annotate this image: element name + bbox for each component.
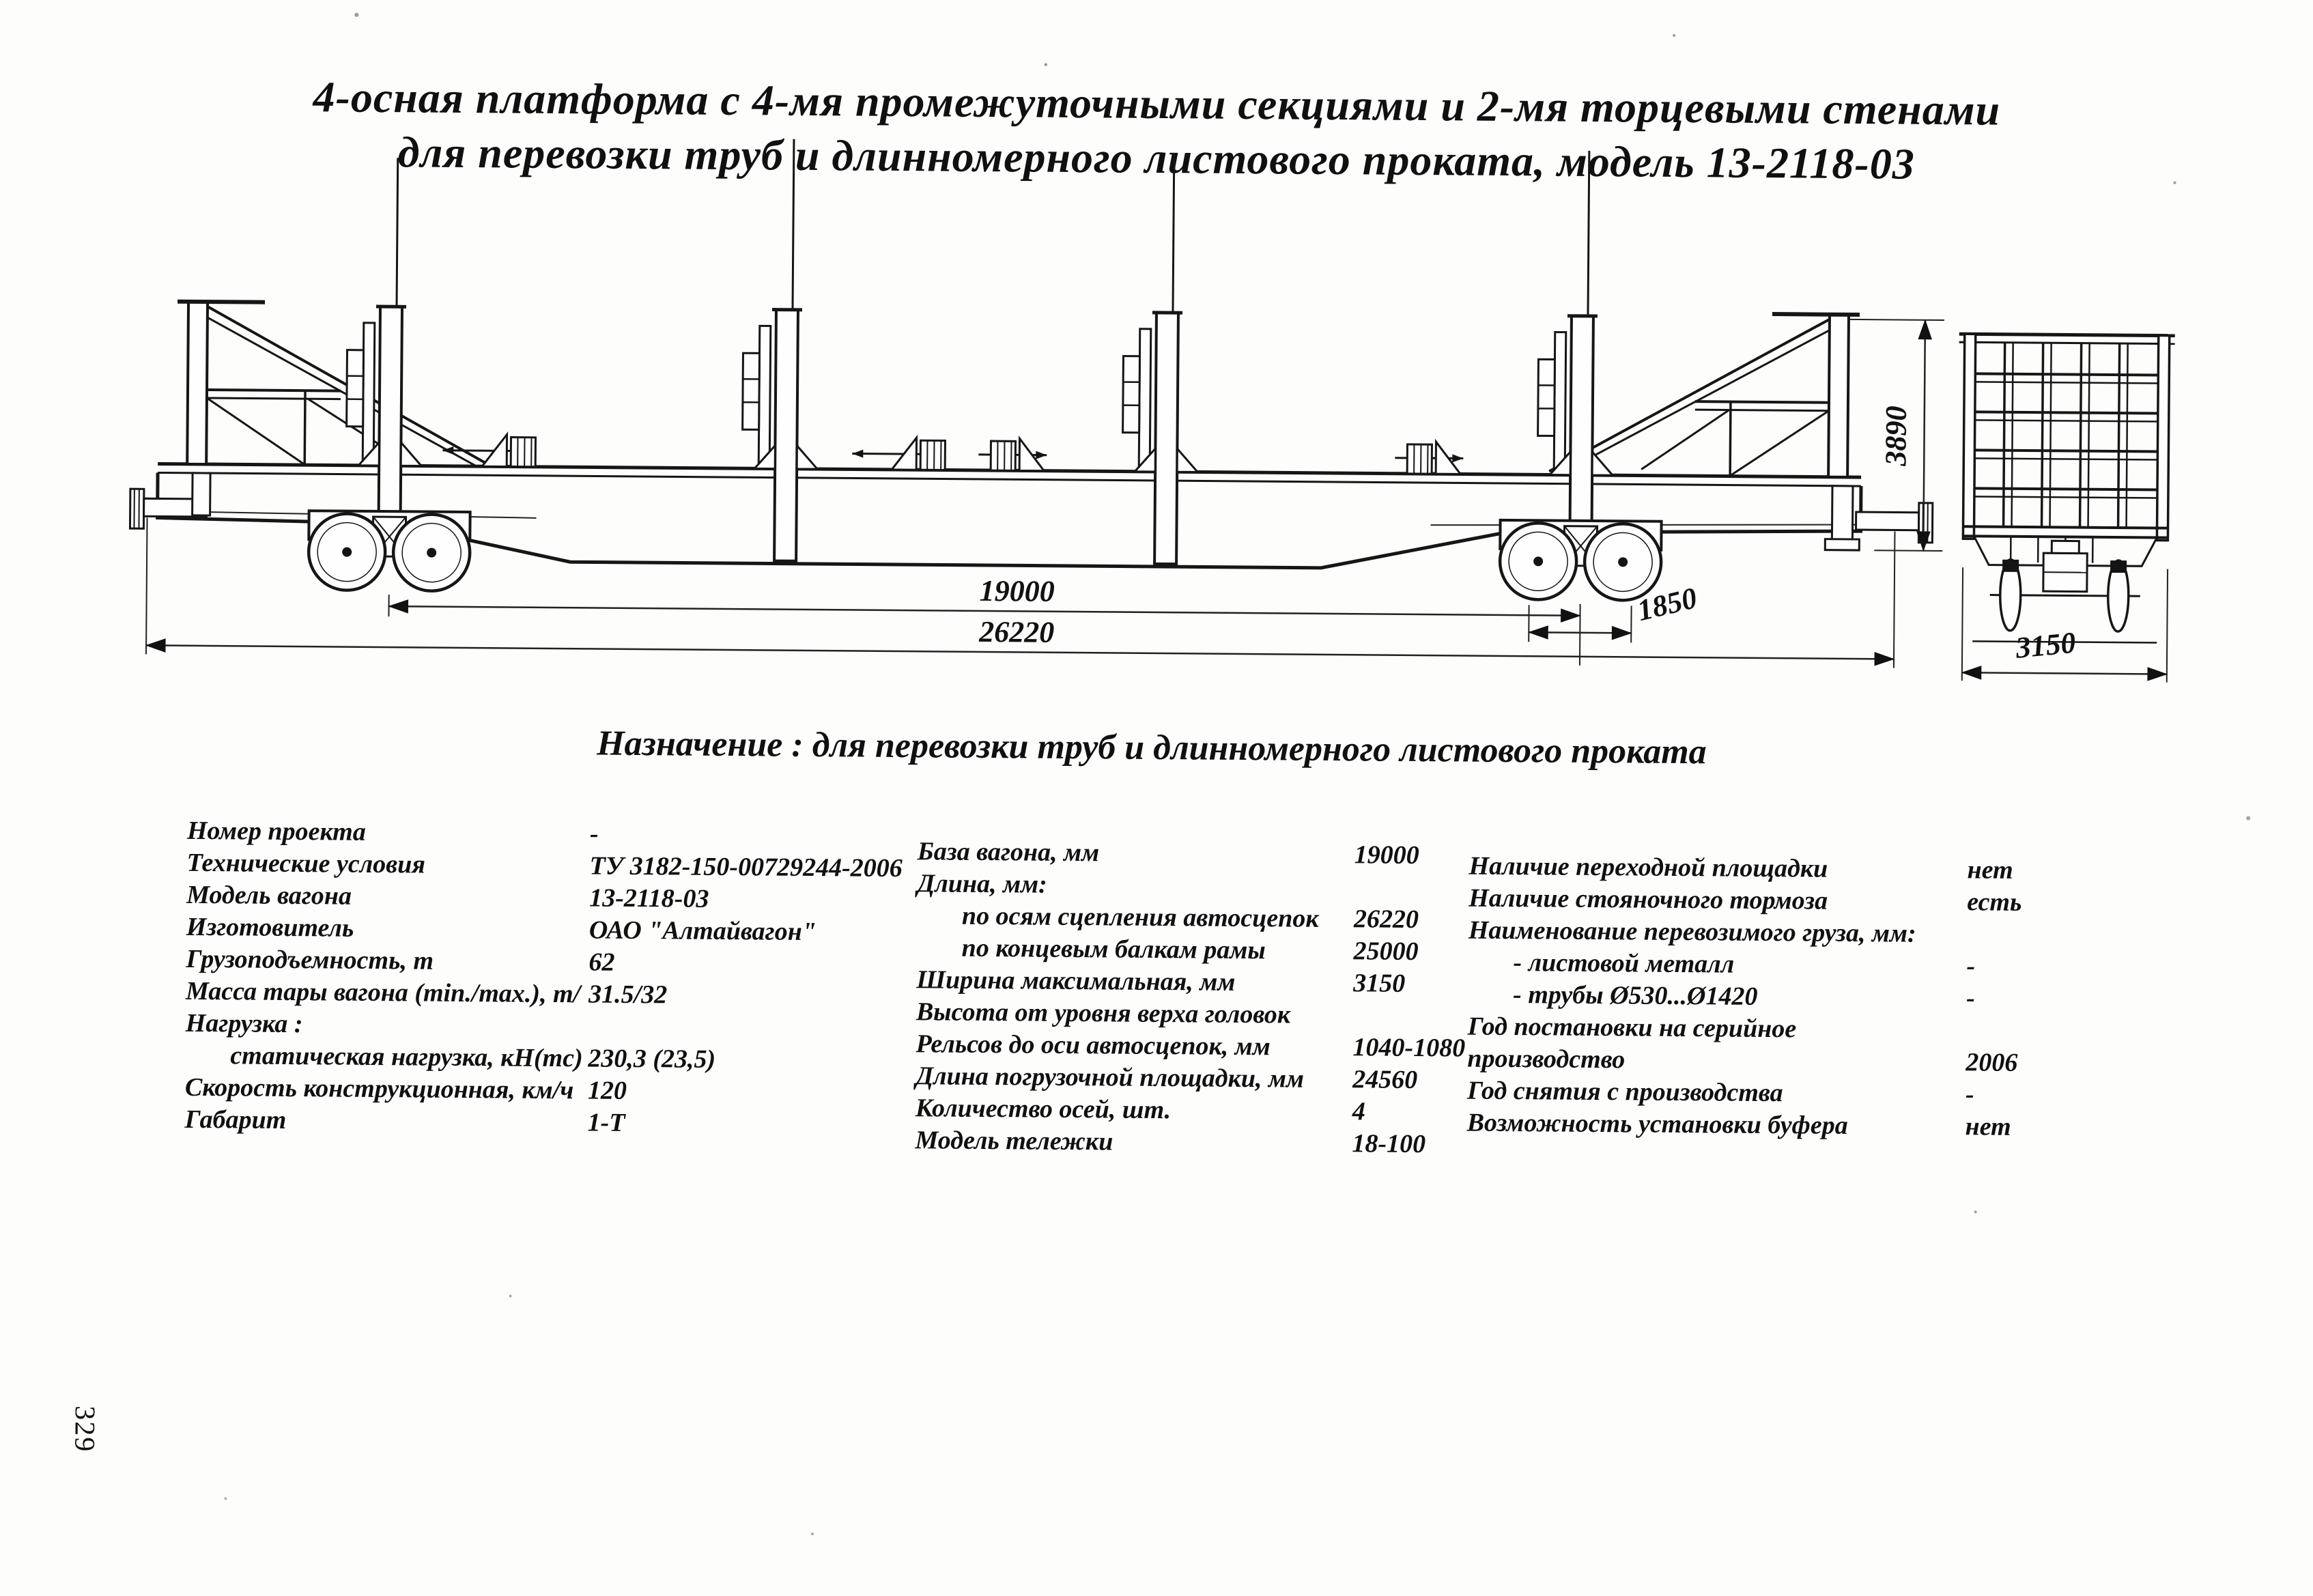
spec-label: Модель тележки xyxy=(915,1125,1113,1156)
spec-label: Масса тары вагона (min./max.), т/ xyxy=(186,976,580,1010)
spec-label: Нагрузка : xyxy=(186,1008,303,1039)
spec-value: 120 xyxy=(588,1075,627,1105)
spec-value: 25000 xyxy=(1353,936,1418,967)
spec-value: ОАО "Алтайвагон" xyxy=(589,915,817,947)
spec-row: Возможность установки буфера нет xyxy=(1466,1108,2238,1146)
spec-value: - xyxy=(1966,1079,1974,1109)
spec-row: Технические условия ТУ 3182-150-00729244… xyxy=(186,848,910,885)
spec-row: Номер проекта - xyxy=(187,816,911,853)
spec-label: Модель вагона xyxy=(186,880,352,911)
spec-label: Длина погрузочной площадки, мм xyxy=(916,1061,1304,1094)
spec-value: 19000 xyxy=(1354,840,1419,870)
spec-label: по концевым балкам рамы xyxy=(916,932,1265,965)
spec-label: Изготовитель xyxy=(186,912,354,943)
spec-value: - xyxy=(1966,951,1975,981)
spec-row: Грузоподъемность, т 62 xyxy=(186,944,909,982)
spec-label: Ширина максимальная, мм xyxy=(916,965,1235,997)
spec-value: 24560 xyxy=(1352,1064,1417,1095)
spec-row: Масса тары вагона (min./max.), т/ 31.5/3… xyxy=(186,976,909,1014)
spec-value: 1040-1080 xyxy=(1352,1032,1465,1063)
page-number: 329 xyxy=(68,1406,101,1453)
spec-label: статическая нагрузка, кН(тс) xyxy=(185,1040,583,1074)
spec-row: Модель вагона 13-2118-03 xyxy=(186,880,910,917)
spec-label: Скорость конструкционная, км/ч xyxy=(185,1072,574,1105)
spec-label: База вагона, мм xyxy=(918,836,1100,868)
spec-row: Изготовитель ОАО "Алтайвагон" xyxy=(186,912,910,950)
spec-column-3: Наличие переходной площадки нет Наличие … xyxy=(1466,851,2240,1146)
spec-row: Габарит 1-Т xyxy=(184,1105,908,1142)
spec-label: Номер проекта xyxy=(187,816,366,847)
spec-row: Нагрузка : xyxy=(186,1008,909,1046)
spec-value: 18-100 xyxy=(1352,1128,1425,1159)
spec-value: 26220 xyxy=(1354,904,1419,935)
spec-value: 1-Т xyxy=(587,1107,625,1137)
spec-value: 62 xyxy=(588,947,614,977)
spec-value: 2006 xyxy=(1966,1047,2017,1078)
spec-value: ТУ 3182-150-00729244-2006 xyxy=(589,851,902,883)
spec-value: 31.5/32 xyxy=(588,979,667,1010)
spec-value: 4 xyxy=(1352,1096,1365,1126)
spec-column-1: Номер проекта - Технические условия ТУ 3… xyxy=(184,816,911,1142)
spec-label: Рельсов до оси автосцепок, мм xyxy=(916,1029,1271,1061)
spec-label: Грузоподъемность, т xyxy=(186,944,434,976)
spec-value: нет xyxy=(1965,1111,2011,1142)
spec-label: Технические условия xyxy=(186,848,425,880)
spec-value: есть xyxy=(1967,887,2021,917)
spec-label: - трубы Ø530...Ø1420 xyxy=(1468,980,1758,1012)
spec-label: Длина, мм: xyxy=(917,868,1047,899)
spec-value: 3150 xyxy=(1353,968,1405,999)
spec-value: - xyxy=(590,818,599,849)
spec-label: Год постановки на серийное xyxy=(1468,1012,1797,1044)
spec-value: - xyxy=(1966,983,1975,1013)
spec-label: Наименование перевозимого груза, мм: xyxy=(1468,915,1916,949)
spec-label: Наличие стояночного тормоза xyxy=(1468,883,1828,916)
spec-label: Возможность установки буфера xyxy=(1466,1108,1847,1141)
spec-label: - листовой металл xyxy=(1468,947,1734,980)
spec-row: Скорость конструкционная, км/ч 120 xyxy=(185,1072,909,1110)
spec-value: 230,3 (23,5) xyxy=(588,1043,715,1074)
spec-label: Год снятия с производства xyxy=(1467,1076,1783,1109)
spec-label: по осям сцепления автосцепок xyxy=(917,900,1319,934)
spec-label: Высота от уровня верха головок xyxy=(916,997,1291,1029)
spec-label: Габарит xyxy=(184,1105,286,1135)
spec-value: нет xyxy=(1967,855,2013,885)
spec-row: статическая нагрузка, кН(тс) 230,3 (23,5… xyxy=(185,1040,909,1078)
spec-value: 13-2118-03 xyxy=(589,883,709,913)
spec-label: Наличие переходной площадки xyxy=(1468,851,1828,884)
spec-label: Количество осей, шт. xyxy=(916,1093,1172,1125)
spec-label: производство xyxy=(1467,1044,1625,1075)
